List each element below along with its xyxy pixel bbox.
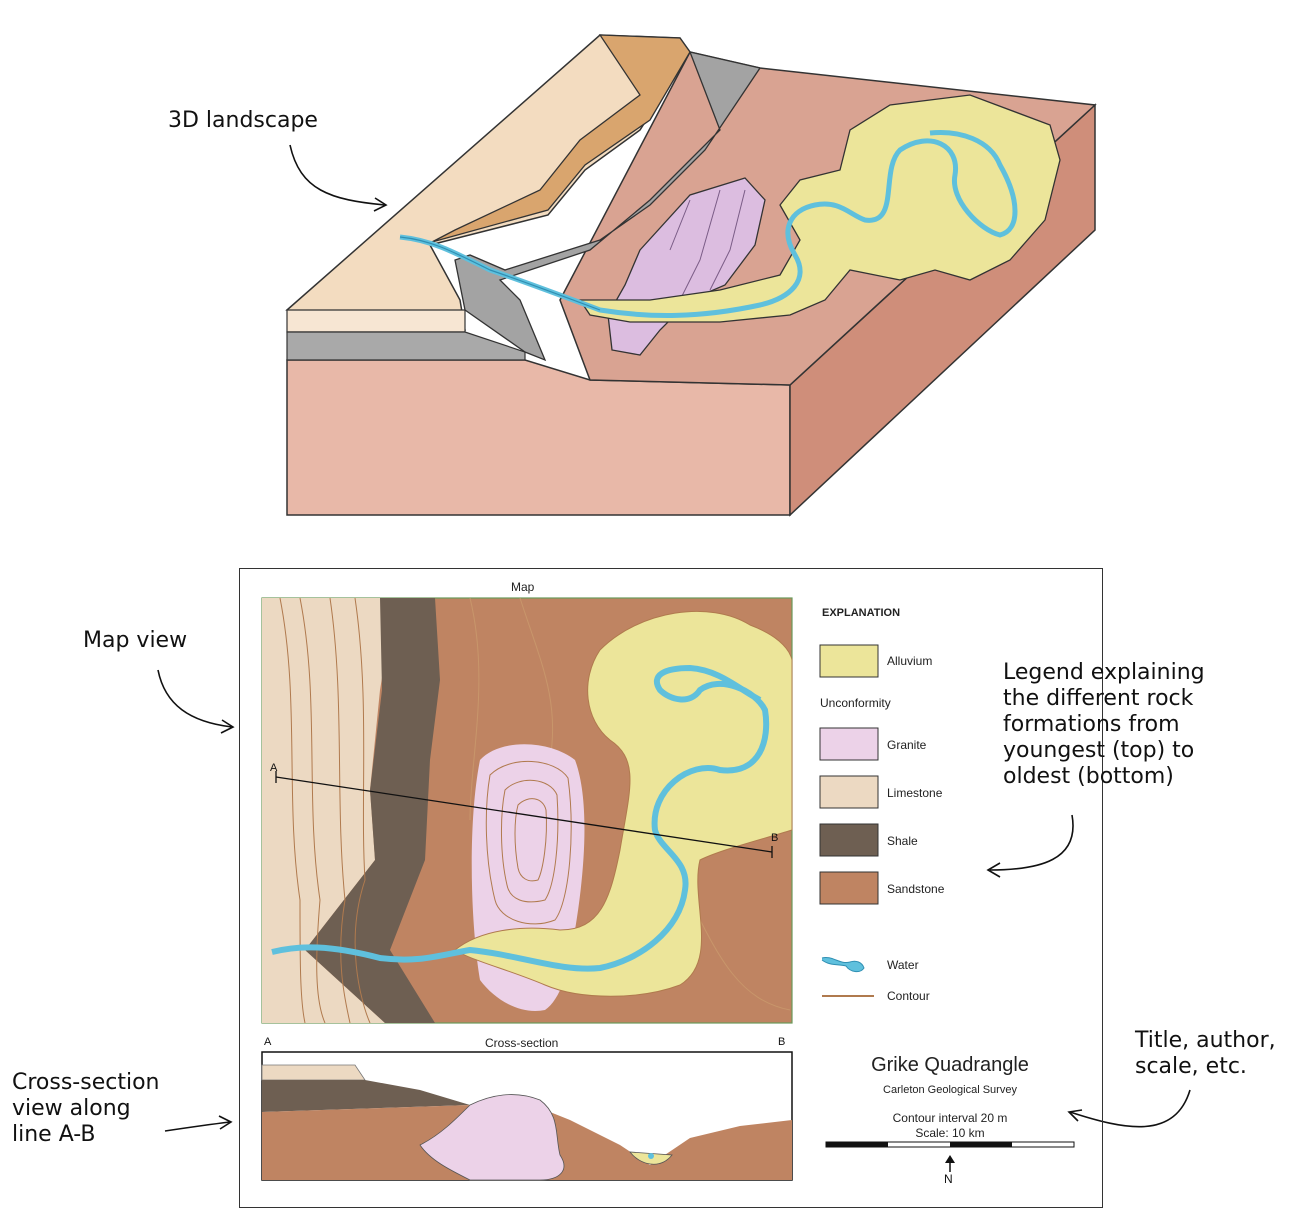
water-symbol — [821, 956, 865, 973]
legend-swatch-shale — [819, 823, 879, 857]
title-note: Title, author, scale, etc. — [1135, 1028, 1276, 1079]
legend-label-granite: Granite — [887, 738, 927, 752]
point-b-label: B — [771, 832, 779, 844]
legend-label-limestone: Limestone — [887, 786, 943, 800]
cross-section-b-label: B — [778, 1036, 786, 1048]
legend-note: Legend explaining the different rock for… — [1003, 660, 1205, 789]
cross-section-a-label: A — [264, 1036, 272, 1048]
legend-heading: EXPLANATION — [822, 607, 901, 619]
quadrangle-title: Grike Quadrangle — [871, 1054, 1029, 1076]
north-arrow-icon — [945, 1155, 955, 1172]
geologic-map — [261, 597, 793, 1024]
north-label: N — [944, 1172, 953, 1186]
cross-section-title: Cross-section — [485, 1036, 559, 1050]
legend-swatch-alluvium — [819, 644, 879, 678]
legend-label-alluvium: Alluvium — [887, 654, 933, 668]
cross-section — [261, 1051, 793, 1181]
cross-section-note: Cross-section view along line A-B — [12, 1070, 160, 1147]
legend-arrow — [989, 814, 1074, 871]
scale-bar — [825, 1141, 1075, 1148]
section-line — [275, 776, 773, 853]
survey-author: Carleton Geological Survey — [883, 1084, 1017, 1096]
legend-label-contour: Contour — [887, 989, 930, 1003]
landscape-block — [285, 34, 1097, 517]
legend — [819, 644, 879, 997]
landscape-label: 3D landscape — [168, 108, 318, 133]
landscape-arrow — [289, 144, 386, 206]
point-a-label: A — [270, 762, 278, 774]
map-view-arrow — [157, 669, 233, 728]
scale-label: Scale: 10 km — [915, 1126, 985, 1140]
legend-label-sandstone: Sandstone — [887, 882, 945, 896]
legend-label-shale: Shale — [887, 834, 918, 848]
cross-section-arrow — [164, 1121, 231, 1132]
legend-label-water: Water — [887, 958, 919, 972]
title-arrow — [1069, 1089, 1191, 1128]
map-sheet-frame — [239, 568, 1103, 1208]
legend-swatch-limestone — [819, 775, 879, 809]
map-view-label: Map view — [83, 628, 188, 653]
legend-swatch-sandstone — [819, 871, 879, 905]
map-title: Map — [511, 580, 535, 594]
legend-unconformity: Unconformity — [820, 696, 891, 710]
legend-swatch-granite — [819, 727, 879, 761]
contour-interval: Contour interval 20 m — [892, 1111, 1008, 1125]
